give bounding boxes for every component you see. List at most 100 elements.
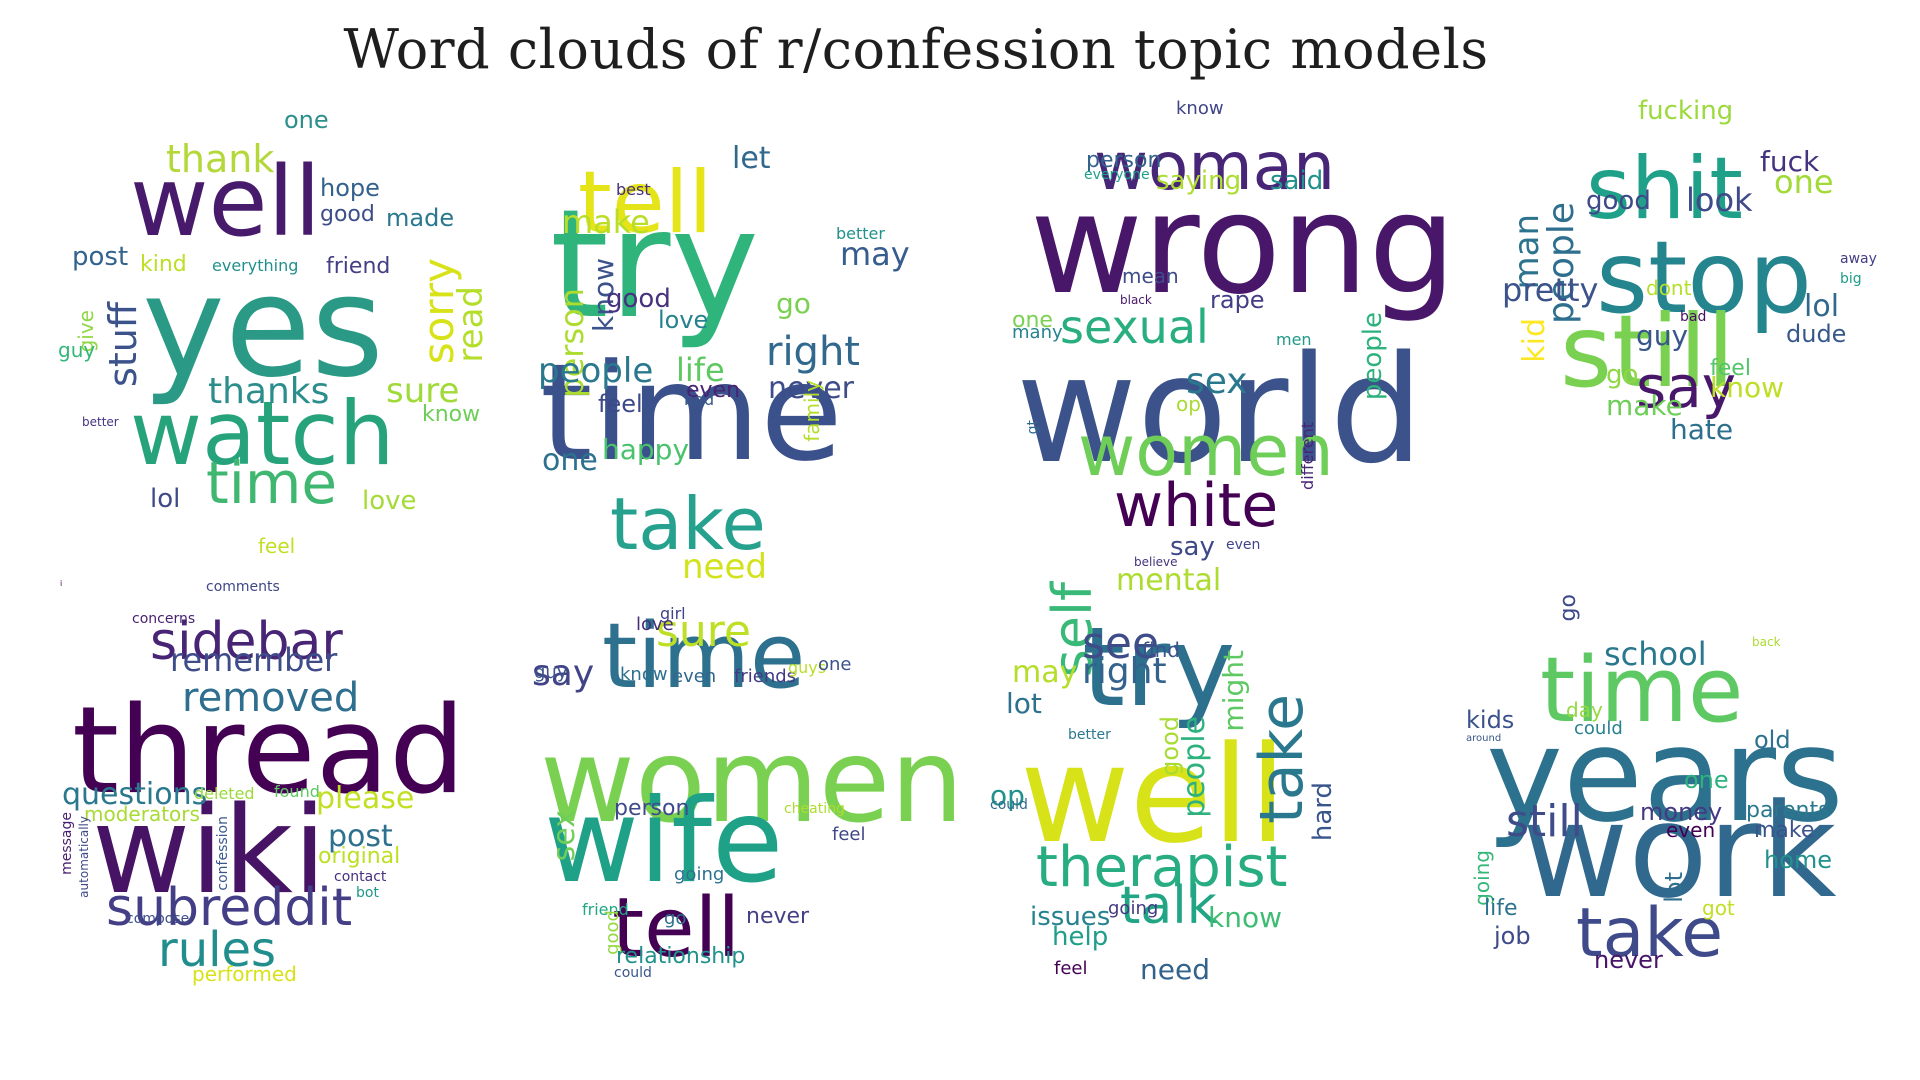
cloud-word: therapist bbox=[1036, 835, 1288, 900]
cloud-word: post bbox=[72, 242, 129, 272]
cloud-word: better bbox=[1068, 727, 1111, 743]
cloud-word: away bbox=[1840, 251, 1877, 267]
cloud-word: confession bbox=[215, 816, 231, 891]
cloud-word: watch bbox=[130, 382, 395, 485]
cloud-word: found bbox=[274, 782, 320, 801]
cloud-word: sexual bbox=[1060, 300, 1209, 354]
cloud-word: believe bbox=[1134, 555, 1178, 569]
cloud-word: kind bbox=[140, 252, 187, 277]
cloud-word: sure bbox=[386, 371, 460, 411]
cloud-word: tell bbox=[578, 153, 713, 253]
cloud-word: need bbox=[682, 547, 767, 587]
cloud-word: well bbox=[1020, 717, 1287, 873]
cloud-word: kid bbox=[1517, 318, 1552, 363]
cloud-word: take bbox=[1576, 894, 1724, 973]
cloud-word: wiki bbox=[92, 782, 327, 921]
cloud-word: say bbox=[532, 653, 595, 694]
cloud-word: never bbox=[768, 371, 855, 406]
cloud-word: rape bbox=[1210, 286, 1265, 314]
cloud-word: even bbox=[686, 378, 741, 403]
cloud-word: guys bbox=[788, 658, 827, 677]
cloud-word: fucking bbox=[1638, 96, 1734, 126]
cloud-word: different bbox=[1298, 422, 1317, 490]
cloud-word: parents bbox=[1746, 798, 1830, 823]
cloud-word: deleted bbox=[194, 784, 255, 803]
cloud-word: dont bbox=[1646, 276, 1692, 300]
cloud-word: person bbox=[614, 796, 690, 821]
cloud-word: time bbox=[602, 604, 806, 709]
cloud-word: help bbox=[1052, 922, 1109, 952]
cloud-word: people bbox=[538, 351, 654, 391]
cloud-word: pretty bbox=[1502, 271, 1599, 309]
cloud-word: see bbox=[1082, 618, 1160, 669]
cloud-word: remember bbox=[170, 641, 338, 679]
cloud-word: feel bbox=[1710, 356, 1751, 381]
cloud-word: look bbox=[1686, 181, 1753, 219]
cloud-word: many bbox=[1012, 322, 1063, 343]
cloud-word: lol bbox=[1804, 289, 1840, 324]
cloud-word: one bbox=[1012, 308, 1053, 333]
cloud-word: family bbox=[800, 380, 824, 442]
cloud-word: dude bbox=[1786, 320, 1847, 348]
cloud-word: good bbox=[606, 284, 671, 314]
cloud-word: got bbox=[1702, 896, 1735, 920]
cloud-word: school bbox=[1604, 635, 1707, 673]
cloud-word: mental bbox=[1116, 563, 1222, 598]
cloud-word: one bbox=[1684, 766, 1729, 794]
cloud-word: time bbox=[540, 335, 843, 491]
cloud-word: go bbox=[1606, 360, 1639, 390]
cloud-word: talk bbox=[1120, 876, 1217, 936]
cloud-word: sex bbox=[1186, 361, 1248, 402]
cloud-word: post bbox=[328, 819, 393, 854]
cloud-word: black bbox=[1120, 293, 1152, 307]
cloud-word: feel bbox=[598, 390, 643, 418]
cloud-word: take bbox=[610, 482, 766, 566]
cloud-word: person bbox=[1086, 148, 1162, 173]
cloud-word: made bbox=[386, 204, 455, 232]
cloud-word: removed bbox=[182, 675, 360, 721]
cloud-word: work bbox=[1522, 775, 1837, 927]
cloud-word: make bbox=[562, 203, 650, 241]
cloud-word: even bbox=[672, 666, 717, 687]
cloud-word: going bbox=[1108, 898, 1159, 919]
cloud-word: say bbox=[1636, 353, 1737, 421]
cloud-word: shit bbox=[1586, 139, 1743, 239]
cloud-word: feel bbox=[1054, 958, 1088, 979]
cloud-word: guy bbox=[1636, 319, 1689, 352]
cloud-word: right bbox=[1082, 651, 1167, 692]
cloud-word: cheating bbox=[784, 801, 845, 817]
cloud-word: old bbox=[1754, 726, 1791, 754]
cloud-word: people bbox=[1358, 312, 1388, 401]
cloud-word: thread bbox=[72, 682, 466, 821]
cloud-word: thanks bbox=[208, 371, 330, 412]
cloud-word: make bbox=[1606, 389, 1683, 422]
cloud-word: read bbox=[451, 286, 491, 363]
cloud-word: know bbox=[1208, 901, 1282, 934]
cloud-word: find bbox=[1142, 638, 1180, 662]
cloud-word: lot bbox=[1660, 872, 1688, 903]
cloud-word: original bbox=[318, 844, 401, 869]
cloud-word: feel bbox=[258, 534, 296, 558]
cloud-word: go bbox=[664, 908, 687, 929]
cloud-word: sidebar bbox=[150, 612, 343, 672]
cloud-word: guy bbox=[58, 338, 96, 362]
cloud-word: better bbox=[82, 415, 119, 429]
cloud-word: might bbox=[1217, 650, 1250, 732]
cloud-word: one bbox=[284, 106, 329, 134]
cloud-word: concerns bbox=[132, 611, 196, 627]
cloud-word: mean bbox=[1122, 264, 1179, 288]
cloud-word: feel bbox=[832, 824, 866, 845]
cloud-word: comments bbox=[206, 579, 280, 595]
cloud-word: right bbox=[766, 329, 860, 375]
cloud-word: message bbox=[59, 812, 75, 875]
cloud-word: one bbox=[542, 443, 598, 478]
cloud-word: men bbox=[1276, 330, 1312, 349]
cloud-word: everything bbox=[212, 256, 299, 275]
cloud-word: take bbox=[1247, 694, 1317, 824]
page-title: Word clouds of r/confession topic models bbox=[343, 18, 1489, 81]
cloud-word: going bbox=[674, 864, 725, 885]
cloud-word: good bbox=[1586, 186, 1651, 216]
cloud-word: love bbox=[658, 306, 709, 334]
